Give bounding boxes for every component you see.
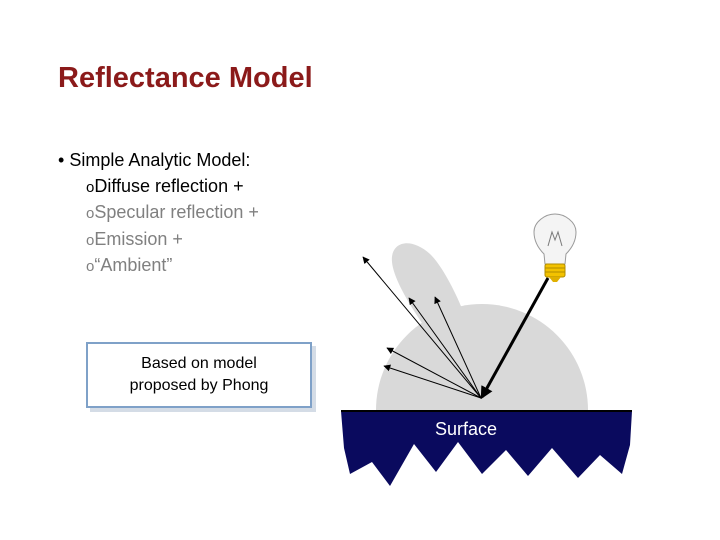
sub-item-diffuse: oDiffuse reflection + xyxy=(86,174,259,201)
reflected-ray xyxy=(362,256,482,399)
phong-callout-box: Based on model proposed by Phong xyxy=(86,342,312,408)
sub-item-specular: oSpecular reflection + xyxy=(86,200,259,227)
reflected-ray xyxy=(383,364,482,399)
reflected-ray xyxy=(386,347,482,399)
sub-item-list: oDiffuse reflection + oSpecular reflecti… xyxy=(86,174,259,280)
incident-ray xyxy=(480,277,550,400)
sub-item-ambient: o“Ambient” xyxy=(86,253,259,280)
sub-item-marker: o xyxy=(86,258,95,275)
sub-item-marker: o xyxy=(86,231,95,249)
sub-item-emission: oEmission + xyxy=(86,227,259,254)
surface-body xyxy=(341,411,632,486)
bullet-list: • Simple Analytic Model: oDiffuse reflec… xyxy=(58,148,259,280)
sub-item-marker: o xyxy=(86,205,95,222)
reflected-ray xyxy=(408,297,482,399)
specular-lobe xyxy=(391,243,483,398)
callout-text: Based on model proposed by Phong xyxy=(130,353,269,397)
sub-item-text: Diffuse reflection + xyxy=(94,175,244,196)
sub-item-text: “Ambient” xyxy=(94,255,173,275)
bullet-marker: • xyxy=(58,150,65,170)
bullet-item: • Simple Analytic Model: xyxy=(58,148,259,174)
slide-title: Reflectance Model xyxy=(58,62,313,94)
sub-item-marker: o xyxy=(86,178,95,196)
sub-item-text: Specular reflection + xyxy=(94,202,259,222)
callout-line-1: Based on model xyxy=(141,355,257,372)
surface-label: Surface xyxy=(435,419,497,439)
bullet-text: Simple Analytic Model: xyxy=(69,150,251,170)
light-bulb-icon xyxy=(533,213,577,282)
sub-item-text: Emission + xyxy=(94,228,183,249)
reflected-ray xyxy=(434,296,482,399)
callout-line-2: proposed by Phong xyxy=(129,377,269,394)
